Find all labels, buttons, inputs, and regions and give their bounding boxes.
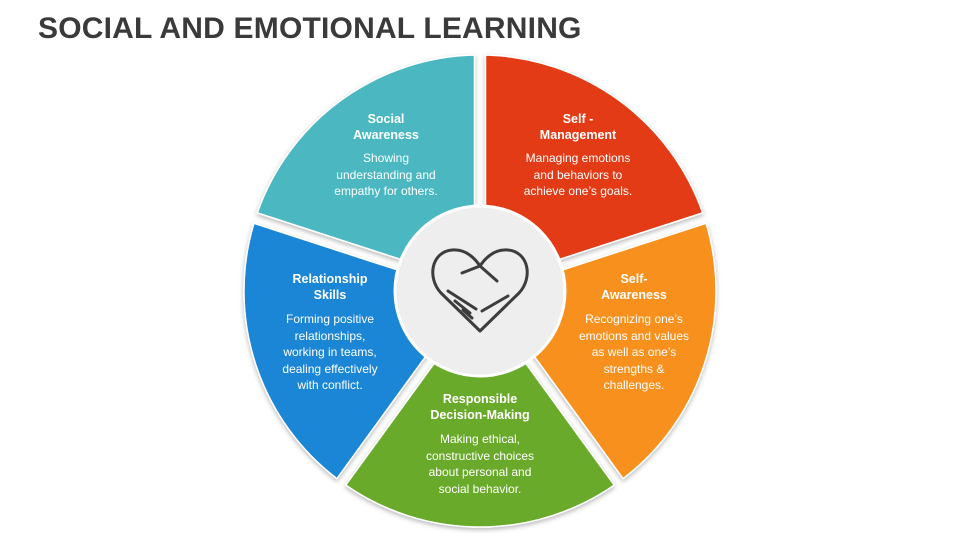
- center-hub: [393, 204, 567, 378]
- segment-title-self-management: Self -Management: [539, 112, 617, 142]
- segment-title-self-awareness: Self-Awareness: [601, 272, 667, 302]
- handshake-heart-icon: [431, 248, 529, 333]
- wheel-segments: [243, 54, 717, 528]
- page-title: SOCIAL AND EMOTIONAL LEARNING: [38, 12, 582, 45]
